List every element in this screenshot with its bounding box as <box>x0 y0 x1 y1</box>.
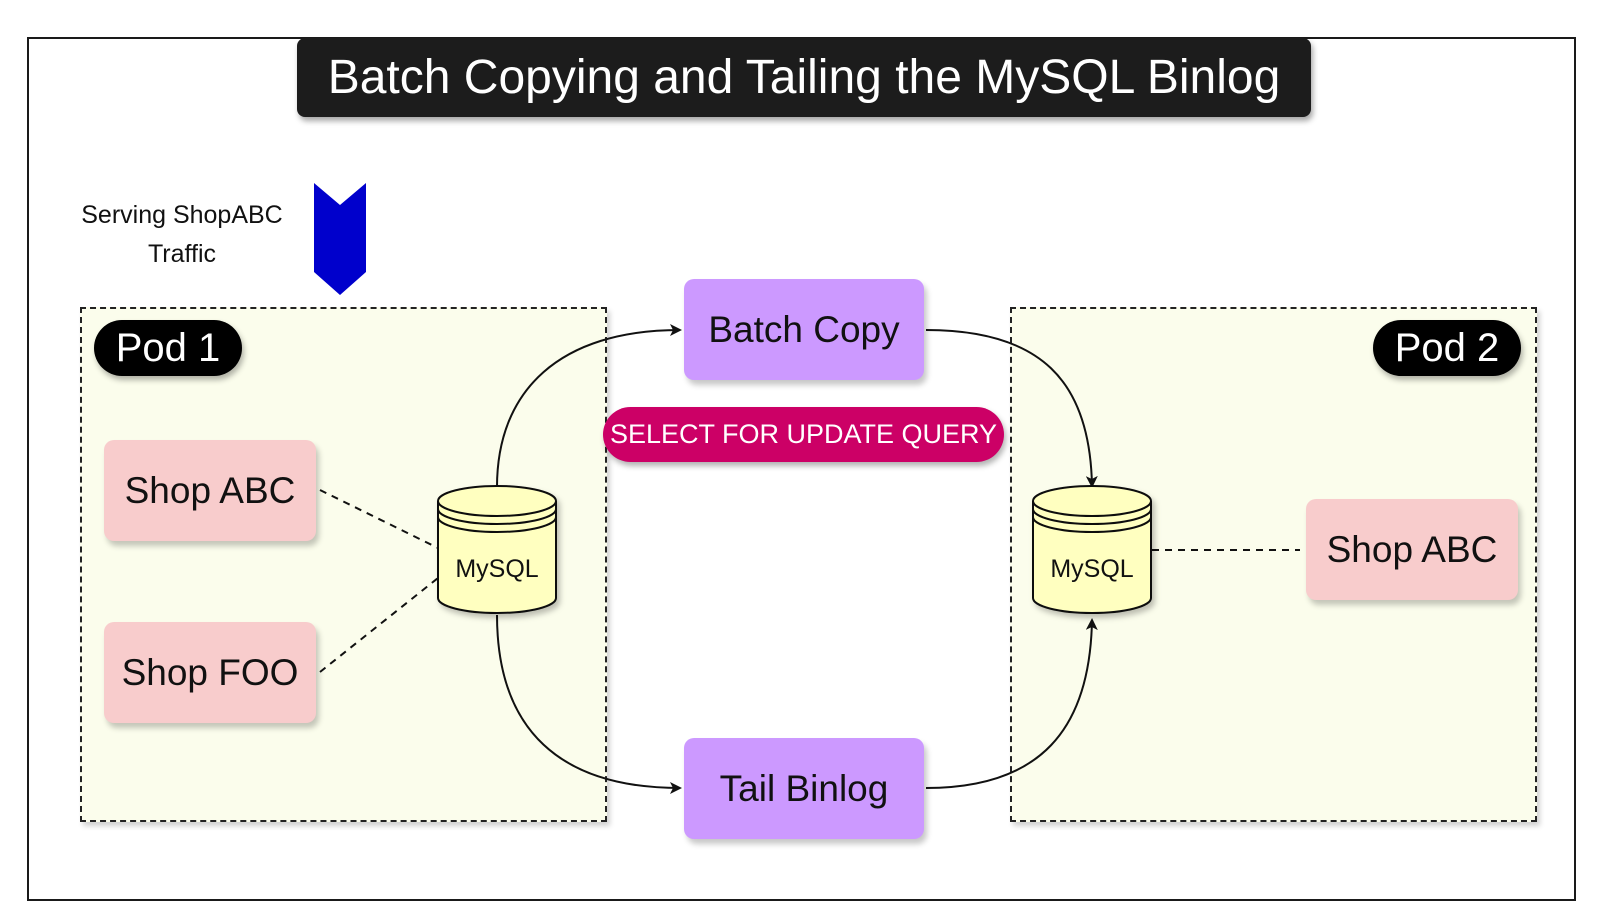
pod-1-mysql-database-icon <box>437 485 557 614</box>
pod-1-label: Pod 1 <box>94 320 242 376</box>
arrow-batch-copy-to-db2 <box>925 329 1098 488</box>
pod-1-mysql-label: MySQL <box>455 555 538 583</box>
batch-copy-box: Batch Copy <box>684 279 924 380</box>
pod-1-shop-foo: Shop FOO <box>104 622 316 723</box>
traffic-down-arrow-icon <box>314 183 366 295</box>
pod-2-mysql-label: MySQL <box>1050 555 1133 583</box>
arrow-tail-binlog-to-db2 <box>925 618 1098 789</box>
link-shop-foo-pod1 <box>319 577 439 673</box>
traffic-label-line1: Serving ShopABC <box>81 201 283 229</box>
arrow-db1-to-batch-copy <box>496 324 682 488</box>
pod-2-shop-abc: Shop ABC <box>1306 499 1518 600</box>
traffic-label-line2: Traffic <box>147 240 217 268</box>
pod-1-shop-abc: Shop ABC <box>104 440 316 541</box>
pod-2-label: Pod 2 <box>1373 320 1521 376</box>
link-shop-abc-pod1 <box>319 489 439 549</box>
pod-2-mysql-database-icon <box>1032 485 1152 614</box>
arrow-db1-to-tail-binlog <box>496 614 682 794</box>
diagram-title: Batch Copying and Tailing the MySQL Binl… <box>297 38 1311 117</box>
select-for-update-badge: SELECT FOR UPDATE QUERY <box>603 407 1004 462</box>
tail-binlog-box: Tail Binlog <box>684 738 924 839</box>
traffic-label: Serving ShopABC Traffic <box>60 196 304 274</box>
